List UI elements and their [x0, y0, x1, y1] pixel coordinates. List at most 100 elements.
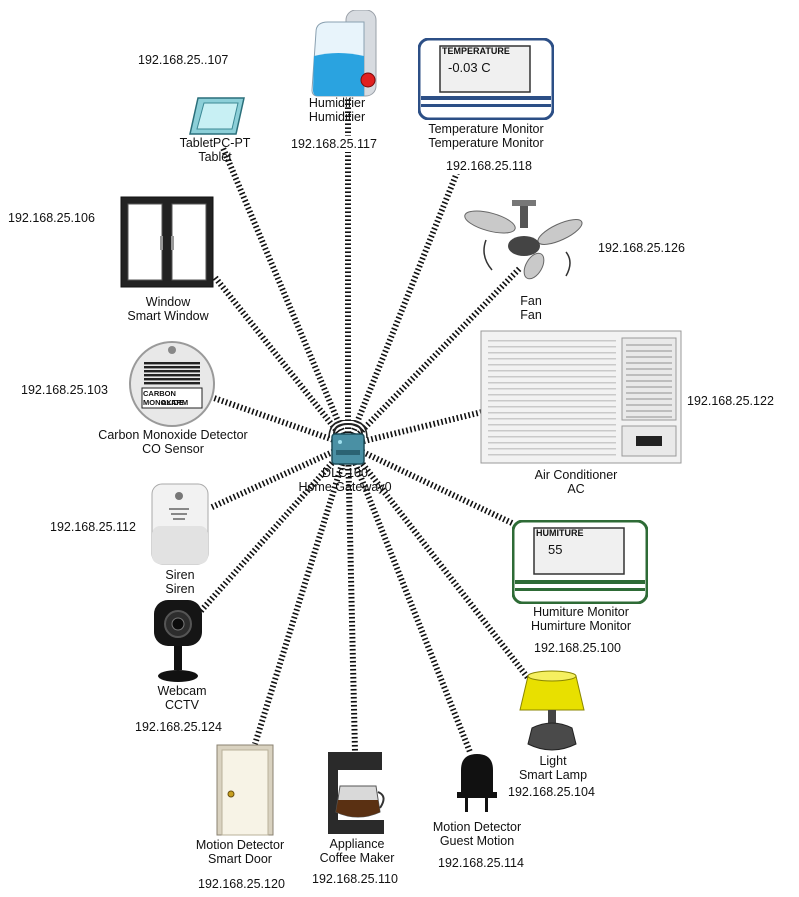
- ac-name: AC: [567, 482, 585, 496]
- co-label: Carbon Monoxide Detector CO Sensor: [98, 428, 247, 456]
- window-icon: [120, 196, 214, 288]
- humidifier-ip: 192.168.25.117: [288, 136, 380, 152]
- device-co-detector[interactable]: CARBON MONOXIDE ALARM: [128, 340, 216, 428]
- temperature-label: Temperature Monitor Temperature Monitor: [428, 122, 543, 150]
- home-gateway[interactable]: [326, 419, 370, 466]
- humiture-name: Humirture Monitor: [530, 619, 632, 633]
- co-ip: 192.168.25.103: [18, 382, 111, 398]
- humidifier-icon: [311, 9, 377, 97]
- device-webcam[interactable]: [150, 596, 206, 684]
- window-label: Window Smart Window: [127, 295, 208, 323]
- tablet-type: TabletPC-PT: [179, 136, 251, 150]
- wireless-link-tablet: [220, 146, 351, 447]
- lamp-label: Light Smart Lamp: [519, 754, 587, 782]
- humiture-ip: 192.168.25.100: [531, 640, 624, 656]
- lamp-type: Light: [539, 754, 567, 768]
- device-lamp[interactable]: [518, 670, 586, 756]
- window-name: Smart Window: [127, 309, 209, 323]
- temperature-type: Temperature Monitor: [428, 122, 544, 136]
- ac-ip: 192.168.25.122: [684, 393, 777, 409]
- device-coffee-maker[interactable]: [326, 752, 388, 836]
- ac-label: Air Conditioner AC: [535, 468, 618, 496]
- webcam-label: Webcam CCTV: [157, 684, 206, 712]
- lamp-ip: 192.168.25.104: [505, 784, 598, 800]
- device-fan[interactable]: [462, 200, 586, 284]
- wireless-link-ac: [347, 409, 483, 448]
- tablet-ip: 192.168.25..107: [135, 52, 232, 68]
- co-name: CO Sensor: [142, 442, 204, 456]
- gateway-model: DLC100: [322, 466, 368, 480]
- door-type: Motion Detector: [195, 838, 285, 852]
- motion-type: Motion Detector: [432, 820, 522, 834]
- wireless-link-coffee: [345, 444, 358, 753]
- window-type: Window: [145, 295, 191, 309]
- wireless-link-humiture: [346, 442, 516, 527]
- siren-label: Siren Siren: [165, 568, 194, 596]
- humiture-label: Humiture Monitor Humirture Monitor: [531, 605, 631, 633]
- door-name: Smart Door: [208, 852, 272, 866]
- coffee-ip: 192.168.25.110: [309, 871, 401, 887]
- humidifier-label: Humidifier Humidifier: [309, 96, 365, 124]
- window-ip: 192.168.25.106: [5, 210, 98, 226]
- device-door[interactable]: [216, 744, 274, 836]
- coffee-label: Appliance Coffee Maker: [320, 837, 395, 865]
- motion-sensor-icon: [457, 754, 497, 812]
- ceiling-fan-icon: [464, 200, 583, 280]
- temperature-ip: 192.168.25.118: [443, 158, 535, 174]
- wireless-link-door: [252, 444, 351, 745]
- fan-type: Fan: [520, 294, 542, 308]
- coffee-type: Appliance: [329, 837, 385, 851]
- ac-type: Air Conditioner: [534, 468, 618, 482]
- device-motion-sensor[interactable]: [455, 752, 499, 812]
- fan-name: Fan: [520, 308, 542, 322]
- device-air-conditioner[interactable]: [480, 330, 682, 464]
- gateway-icon: [328, 419, 368, 465]
- co-panel-subtitle: ALARM: [161, 398, 189, 407]
- door-label: Motion Detector Smart Door: [196, 838, 284, 866]
- webcam-ip: 192.168.25.124: [132, 719, 225, 735]
- coffee-maker-icon: [328, 752, 385, 834]
- wireless-link-motion: [345, 443, 473, 754]
- fan-label: Fan Fan: [520, 294, 542, 322]
- gateway-name: Home Gateway0: [298, 480, 392, 494]
- tablet-name: Tablet: [198, 150, 232, 164]
- wireless-link-webcam: [197, 443, 351, 614]
- coffee-name: Coffee Maker: [319, 851, 395, 865]
- lamp-icon: [519, 670, 585, 751]
- webcam-icon: [154, 600, 202, 682]
- device-window[interactable]: [120, 196, 214, 288]
- humiture-reading: 55: [548, 542, 563, 557]
- air-conditioner-icon: [480, 330, 682, 464]
- siren-icon: [151, 483, 209, 565]
- temperature-monitor-icon: [417, 37, 555, 121]
- device-tablet[interactable]: [188, 96, 248, 136]
- wireless-link-temperature: [345, 158, 465, 447]
- siren-ip: 192.168.25.112: [47, 519, 139, 535]
- tablet-icon: [189, 97, 245, 135]
- device-siren[interactable]: [150, 482, 210, 566]
- webcam-name: CCTV: [164, 698, 200, 712]
- temperature-panel-title: TEMPERATURE: [442, 46, 510, 56]
- motion-label: Motion Detector Guest Motion: [433, 820, 521, 848]
- wireless-link-fan: [345, 265, 523, 448]
- siren-name: Siren: [165, 582, 195, 596]
- door-ip: 192.168.25.120: [195, 876, 288, 892]
- motion-name: Guest Motion: [439, 834, 515, 848]
- tablet-label: TabletPC-PT Tablet: [180, 136, 251, 164]
- device-humidifier[interactable]: [308, 9, 380, 98]
- lamp-name: Smart Lamp: [518, 768, 588, 782]
- wireless-link-siren: [208, 442, 350, 511]
- co-panel-title: CARBON MONOXIDE: [143, 389, 184, 407]
- humidifier-type: Humidifier: [308, 96, 366, 110]
- humiture-monitor-icon: [511, 519, 649, 605]
- device-temperature-monitor[interactable]: TEMPERATURE -0.03 C: [417, 37, 555, 121]
- humiture-panel-title: HUMITURE: [536, 528, 584, 538]
- webcam-type: Webcam: [157, 684, 207, 698]
- temperature-reading: -0.03 C: [448, 60, 491, 75]
- humidifier-name: Humidifier: [308, 110, 366, 124]
- co-type: Carbon Monoxide Detector: [98, 428, 248, 442]
- wireless-link-lamp: [345, 443, 531, 680]
- device-humiture-monitor[interactable]: HUMITURE 55: [511, 519, 649, 605]
